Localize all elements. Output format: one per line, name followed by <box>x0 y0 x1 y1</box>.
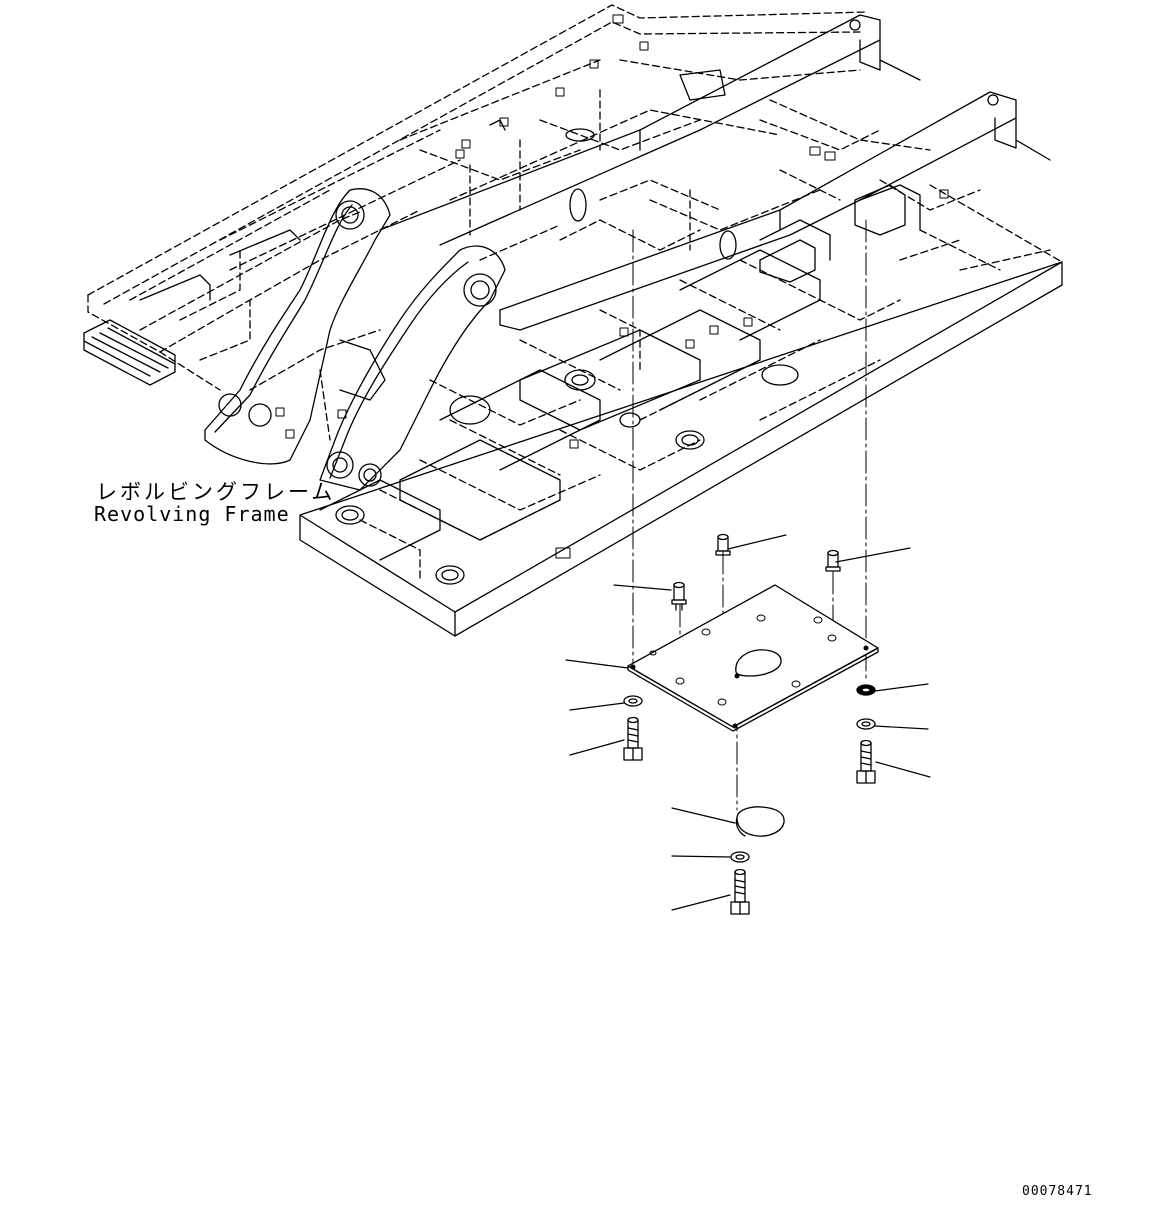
revolving-frame <box>83 4 1063 637</box>
revolving-frame-label-en: Revolving Frame <box>94 502 290 526</box>
washers <box>623 684 876 863</box>
cover-plate <box>627 584 879 732</box>
leader-lines <box>565 534 931 911</box>
inspection-cover-cap <box>735 806 785 837</box>
stud-bolts <box>671 533 841 611</box>
hex-bolts <box>623 716 876 915</box>
figure-id: 00078471 <box>1022 1184 1093 1199</box>
revolving-frame-label-jp: レボルビングフレーム <box>96 480 336 504</box>
